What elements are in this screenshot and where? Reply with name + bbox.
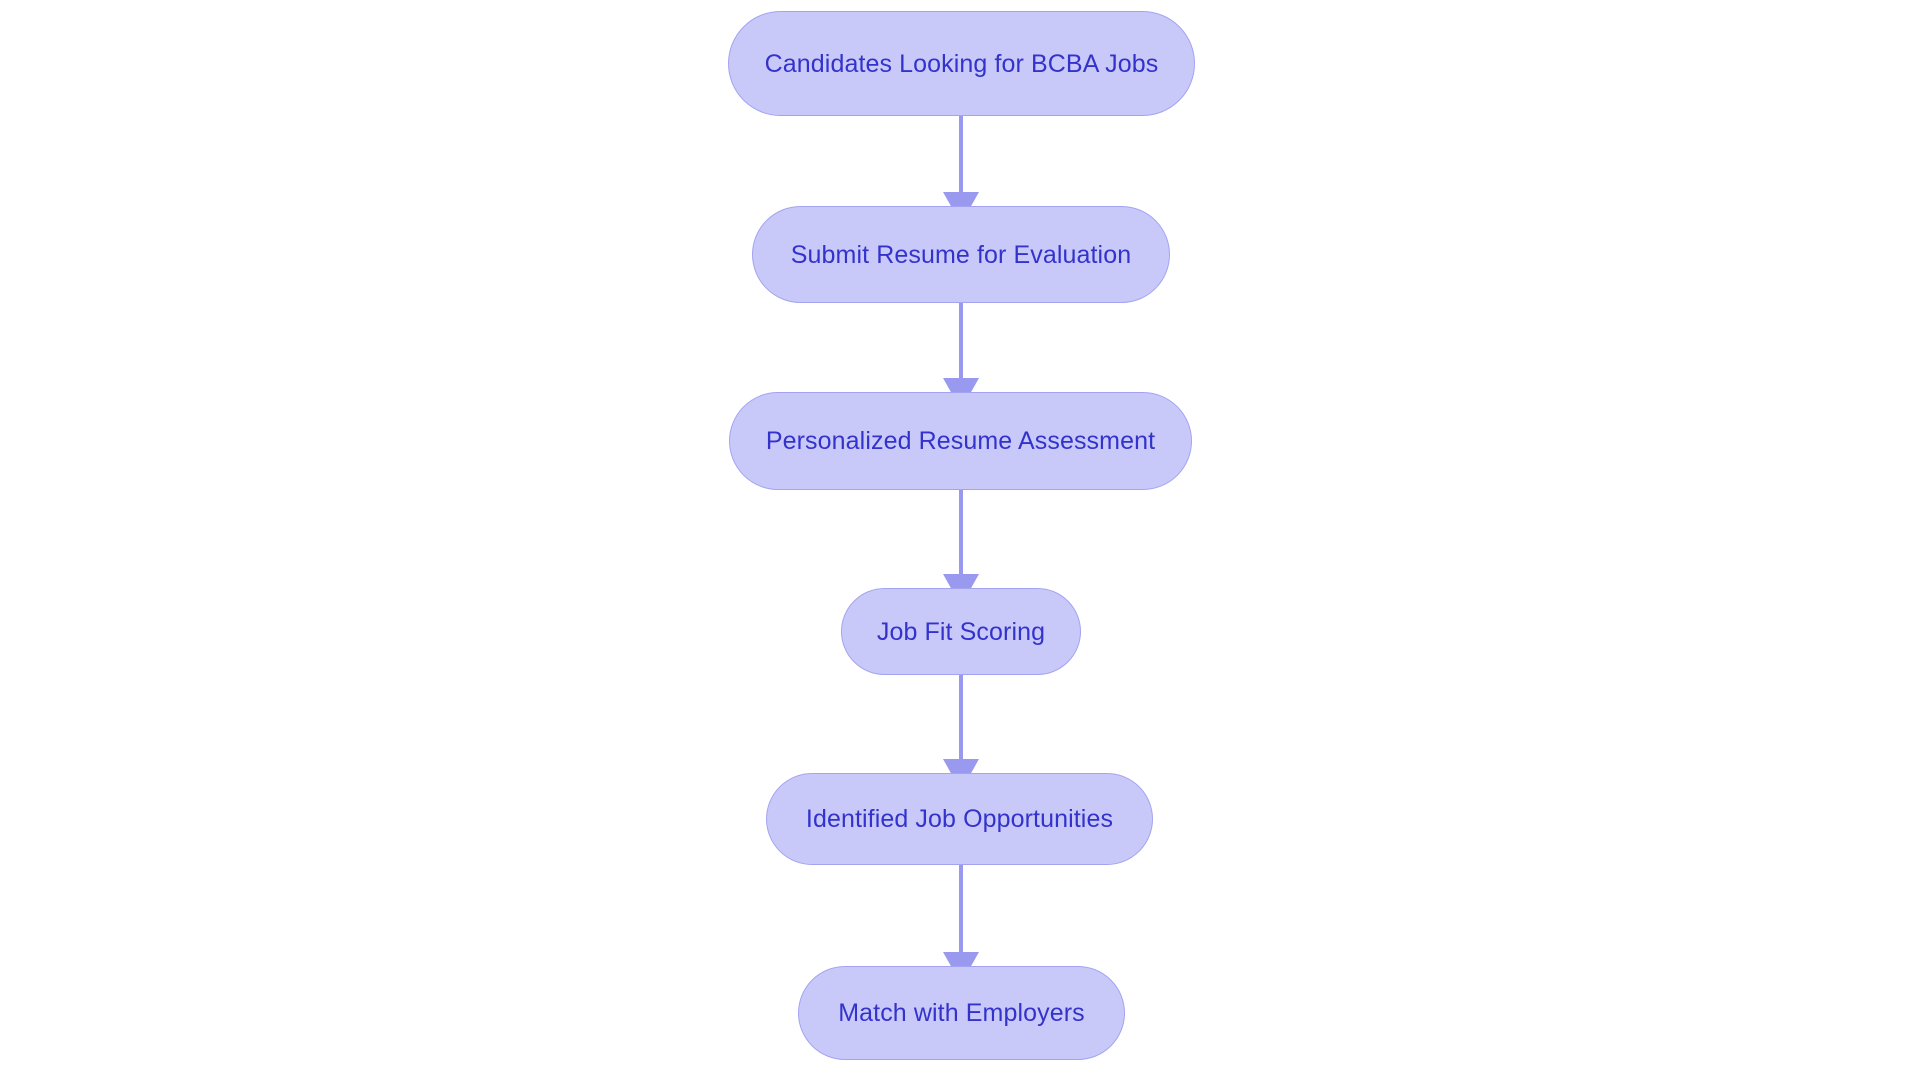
flow-node-match-with-employers[interactable]: Match with Employers — [798, 966, 1125, 1060]
flow-node-candidates-looking-for-bcba-jobs[interactable]: Candidates Looking for BCBA Jobs — [728, 11, 1195, 116]
flow-node-label: Candidates Looking for BCBA Jobs — [764, 49, 1159, 78]
flow-node-job-fit-scoring[interactable]: Job Fit Scoring — [841, 588, 1081, 675]
flow-node-label: Identified Job Opportunities — [805, 805, 1114, 833]
flow-node-label: Submit Resume for Evaluation — [790, 240, 1132, 269]
flow-node-identified-job-opportunities[interactable]: Identified Job Opportunities — [766, 773, 1153, 865]
flow-node-submit-resume-for-evaluation[interactable]: Submit Resume for Evaluation — [752, 206, 1170, 303]
flow-node-label: Match with Employers — [838, 999, 1085, 1027]
flow-node-label: Personalized Resume Assessment — [765, 427, 1156, 455]
flow-node-label: Job Fit Scoring — [876, 617, 1046, 646]
flow-node-personalized-resume-assessment[interactable]: Personalized Resume Assessment — [729, 392, 1192, 490]
